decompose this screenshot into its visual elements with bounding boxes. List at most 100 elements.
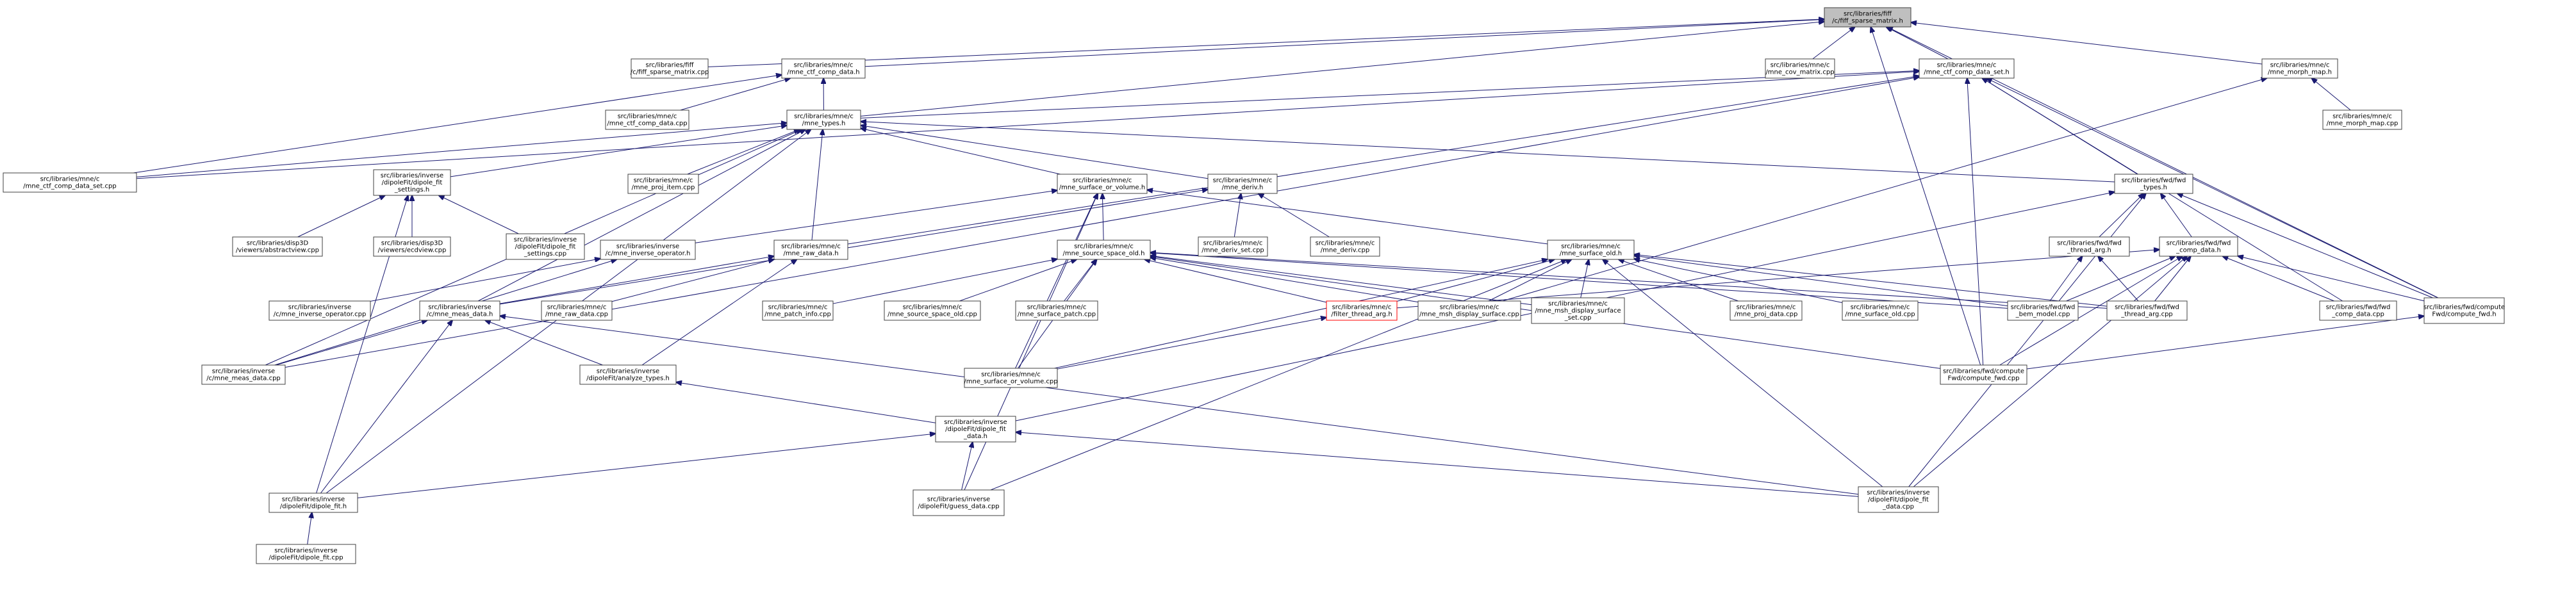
edge-mne_deriv_h-to-mne_types_h bbox=[861, 126, 1209, 179]
node-box bbox=[579, 364, 677, 385]
node-box bbox=[541, 300, 613, 321]
node-mne_proj_item_cpp[interactable]: src/libraries/mne/c/mne_proj_item.cpp bbox=[627, 174, 699, 194]
edge-dipole_fit_settings_h-to-mne_types_h bbox=[450, 126, 787, 177]
node-mne_msh_display_surface_set_cpp[interactable]: src/libraries/mne/c/mne_msh_display_surf… bbox=[1531, 297, 1625, 324]
node-mne_ctf_comp_data_set_h[interactable]: src/libraries/mne/c/mne_ctf_comp_data_se… bbox=[1919, 58, 2015, 79]
edge-compute_fwd_cpp-to-compute_fwd_h bbox=[2026, 316, 2424, 370]
node-compute_fwd_h[interactable]: src/libraries/fwd/computeFwd/compute_fwd… bbox=[2423, 297, 2505, 324]
node-mne_raw_data_h[interactable]: src/libraries/mne/c/mne_raw_data.h bbox=[773, 240, 848, 260]
node-fiff_sparse_cpp[interactable]: src/libraries/fiff/c/fiff_sparse_matrix.… bbox=[631, 58, 709, 79]
node-mne_meas_data_cpp[interactable]: src/libraries/inverse/c/mne_meas_data.cp… bbox=[201, 364, 286, 385]
node-mne_ctf_comp_data_h[interactable]: src/libraries/mne/c/mne_ctf_comp_data.h bbox=[781, 58, 866, 79]
node-mne_morph_map_cpp[interactable]: src/libraries/mne/c/mne_morph_map.cpp bbox=[2322, 110, 2402, 130]
node-label-line: /mne_cov_matrix.cpp bbox=[1765, 69, 1834, 76]
edge-compute_fwd_cpp-to-mne_ctf_comp_data_set_h bbox=[1967, 78, 1984, 366]
node-mne_types_h[interactable]: src/libraries/mne/c/mne_types.h bbox=[786, 110, 861, 130]
node-dipole_fit_h[interactable]: src/libraries/inverse/dipoleFit/dipole_f… bbox=[268, 493, 358, 513]
node-mne_source_space_old_h[interactable]: src/libraries/mne/c/mne_source_space_old… bbox=[1057, 240, 1151, 260]
node-box bbox=[1417, 300, 1521, 321]
node-label-line: _data.cpp bbox=[1882, 503, 1914, 510]
node-ecdview_cpp[interactable]: src/libraries/disp3D/viewers/ecdview.cpp bbox=[373, 236, 451, 257]
node-fwd_types_h[interactable]: src/libraries/fwd/fwd_types.h bbox=[2114, 174, 2193, 194]
node-mne_meas_data_h[interactable]: src/libraries/inverse/c/mne_meas_data.h bbox=[419, 300, 500, 321]
node-label-line: src/libraries/mne/c bbox=[1851, 304, 1910, 311]
node-box bbox=[773, 240, 848, 260]
node-dipole_fit_cpp[interactable]: src/libraries/inverse/dipoleFit/dipole_f… bbox=[256, 544, 356, 564]
node-fwd_thread_arg_h[interactable]: src/libraries/fwd/fwd_thread_arg.h bbox=[2049, 236, 2130, 257]
node-mne_ctf_comp_data_cpp[interactable]: src/libraries/mne/c/mne_ctf_comp_data.cp… bbox=[605, 110, 689, 130]
node-dipole_fit_data_h[interactable]: src/libraries/inverse/dipoleFit/dipole_f… bbox=[935, 416, 1016, 443]
node-fwd_comp_data_h[interactable]: src/libraries/fwd/fwd_comp_data.h bbox=[2159, 236, 2238, 257]
node-label-line: /dipoleFit/dipole_fit bbox=[515, 243, 576, 250]
node-box bbox=[781, 58, 866, 79]
edge-fwd_bem_model_cpp-to-mne_surface_old_h bbox=[1634, 256, 2008, 307]
node-dipole_fit_settings_cpp[interactable]: src/libraries/inverse/dipoleFit/dipole_f… bbox=[506, 233, 585, 260]
node-mne_source_space_old_cpp[interactable]: src/libraries/mne/c/mne_source_space_old… bbox=[884, 300, 981, 321]
node-fwd_bem_model_cpp[interactable]: src/libraries/fwd/fwd_bem_model.cpp bbox=[2007, 300, 2079, 321]
edge-abstractview_cpp-to-dipole_fit_settings_h bbox=[297, 195, 386, 238]
node-guess_data_cpp[interactable]: src/libraries/inverse/dipoleFit/guess_da… bbox=[912, 489, 1005, 516]
node-mne_inverse_operator_cpp[interactable]: src/libraries/inverse/c/mne_inverse_oper… bbox=[268, 300, 371, 321]
node-dipole_fit_settings_h[interactable]: src/libraries/inverse/dipoleFit/dipole_f… bbox=[373, 169, 451, 196]
node-mne_proj_data_cpp[interactable]: src/libraries/mne/c/mne_proj_data.cpp bbox=[1730, 300, 1803, 321]
node-label-line: src/libraries/mne/c bbox=[768, 304, 828, 311]
node-label-line: /mne_ctf_comp_data_set.h bbox=[1924, 69, 2010, 76]
node-label-line: /mne_source_space_old.h bbox=[1063, 250, 1145, 257]
node-mne_inverse_operator_h[interactable]: src/libraries/inverse/c/mne_inverse_oper… bbox=[600, 240, 696, 260]
edge-fwd_thread_arg_h-to-fwd_types_h bbox=[2099, 193, 2144, 238]
edge-fwd_thread_arg_cpp-to-fwd_thread_arg_h bbox=[2098, 256, 2139, 302]
edge-mne_msh_display_surface_cpp-to-mne_source_space_old_h bbox=[1150, 257, 1419, 303]
node-mne_raw_data_cpp[interactable]: src/libraries/mne/c/mne_raw_data.cpp bbox=[541, 300, 613, 321]
edge-mne_morph_map_h-to-fiff_sparse_h bbox=[1911, 22, 2263, 65]
node-mne_cov_matrix_cpp[interactable]: src/libraries/mne/c/mne_cov_matrix.cpp bbox=[1765, 58, 1835, 79]
edge-fwd_bem_model_cpp-to-mne_source_space_old_h bbox=[1150, 253, 2008, 309]
edge-mne_morph_map_cpp-to-mne_morph_map_h bbox=[2311, 78, 2351, 111]
node-dipole_fit_data_cpp[interactable]: src/libraries/inverse/dipoleFit/dipole_f… bbox=[1858, 486, 1939, 513]
node-label-line: /mne_morph_map.h bbox=[2268, 69, 2332, 76]
node-mne_deriv_cpp[interactable]: src/libraries/mne/c/mne_deriv.cpp bbox=[1310, 236, 1380, 257]
node-mne_surface_or_volume_h[interactable]: src/libraries/mne/c/mne_surface_or_volum… bbox=[1057, 174, 1148, 194]
node-label-line: src/libraries/mne/c bbox=[981, 371, 1041, 379]
node-label-line: src/libraries/fwd/compute bbox=[1943, 368, 2024, 375]
node-box bbox=[1531, 297, 1625, 324]
node-analyze_types_h[interactable]: src/libraries/inverse/dipoleFit/analyze_… bbox=[579, 364, 677, 385]
node-label-line: /viewers/ecdview.cpp bbox=[378, 247, 447, 254]
node-label-line: /mne_deriv_set.cpp bbox=[1201, 247, 1264, 254]
node-label-line: /c/mne_inverse_operator.cpp bbox=[274, 311, 367, 318]
node-compute_fwd_cpp[interactable]: src/libraries/fwd/computeFwd/compute_fwd… bbox=[1940, 364, 2027, 385]
node-mne_surface_old_cpp[interactable]: src/libraries/mne/c/mne_surface_old.cpp bbox=[1842, 300, 1919, 321]
node-label-line: src/libraries/mne/c bbox=[1561, 243, 1621, 250]
node-mne_surface_or_volume_cpp[interactable]: src/libraries/mne/c/mne_surface_or_volum… bbox=[964, 368, 1058, 388]
edge-compute_fwd_cpp-to-fwd_comp_data_h bbox=[1999, 256, 2183, 366]
node-mne_ctf_comp_data_set_cpp[interactable]: src/libraries/mne/c/mne_ctf_comp_data_se… bbox=[3, 172, 137, 193]
node-label-line: /mne_deriv.cpp bbox=[1321, 247, 1370, 254]
node-fwd_comp_data_cpp[interactable]: src/libraries/fwd/fwd_comp_data.cpp bbox=[2319, 300, 2397, 321]
node-label-line: _thread_arg.cpp bbox=[2120, 311, 2173, 318]
node-box bbox=[2049, 236, 2130, 257]
node-mne_morph_map_h[interactable]: src/libraries/mne/c/mne_morph_map.h bbox=[2261, 58, 2338, 79]
node-mne_patch_info_cpp[interactable]: src/libraries/mne/c/mne_patch_info.cpp bbox=[762, 300, 834, 321]
edge-guess_data_cpp-to-mne_surface_old_h bbox=[990, 259, 1567, 491]
node-abstractview_cpp[interactable]: src/libraries/disp3D/viewers/abstractvie… bbox=[232, 236, 323, 257]
node-mne_surface_old_h[interactable]: src/libraries/mne/c/mne_surface_old.h bbox=[1547, 240, 1635, 260]
edge-analyze_types_h-to-mne_meas_data_h bbox=[485, 320, 603, 366]
edge-mne_ctf_comp_data_cpp-to-mne_ctf_comp_data_h bbox=[680, 78, 791, 111]
node-mne_deriv_set_cpp[interactable]: src/libraries/mne/c/mne_deriv_set.cpp bbox=[1198, 236, 1268, 257]
node-mne_surface_patch_cpp[interactable]: src/libraries/mne/c/mne_surface_patch.cp… bbox=[1015, 300, 1098, 321]
node-fiff_sparse_h[interactable]: src/libraries/fiff/c/fiff_sparse_matrix.… bbox=[1824, 7, 1911, 28]
edge-fwd_comp_data_cpp-to-fwd_comp_data_h bbox=[2222, 256, 2334, 302]
node-label-line: /dipoleFit/dipole_fit bbox=[945, 426, 1006, 433]
node-fwd_thread_arg_cpp[interactable]: src/libraries/fwd/fwd_thread_arg.cpp bbox=[2106, 300, 2188, 321]
node-mne_deriv_h[interactable]: src/libraries/mne/c/mne_deriv.h bbox=[1207, 174, 1278, 194]
node-filter_thread_arg_h[interactable]: src/libraries/mne/c/filter_thread_arg.h bbox=[1326, 300, 1398, 321]
edge-filter_thread_arg_h-to-fwd_comp_data_h bbox=[1396, 250, 2159, 309]
edges-layer bbox=[133, 19, 2439, 545]
node-box bbox=[884, 300, 981, 321]
node-mne_msh_display_surface_cpp[interactable]: src/libraries/mne/c/mne_msh_display_surf… bbox=[1417, 300, 1521, 321]
node-box bbox=[2114, 174, 2193, 194]
node-label-line: src/libraries/disp3D bbox=[381, 240, 443, 247]
node-label-line: src/libraries/mne/c bbox=[1074, 243, 1134, 250]
node-label-line: src/libraries/inverse bbox=[514, 236, 577, 243]
edge-mne_surface_or_volume_cpp-to-mne_surface_old_h bbox=[1054, 259, 1548, 369]
